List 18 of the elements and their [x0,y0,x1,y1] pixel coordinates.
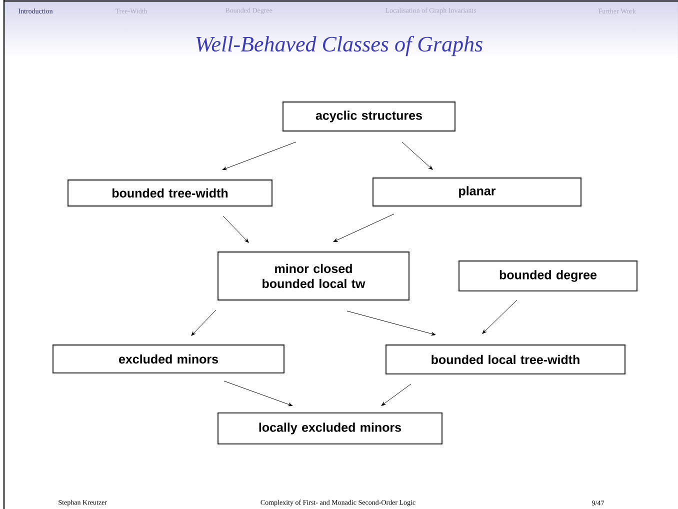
class-box: excluded minors [52,344,284,374]
arrow [191,310,216,336]
arrow [381,384,412,406]
class-box: locally excluded minors [218,412,442,444]
arrow [333,214,394,242]
arrow [222,142,296,170]
arrow [224,380,293,406]
class-box: acyclic structures [282,102,456,132]
arrow [222,216,249,243]
class-box: planar [372,178,582,206]
class-box: minor closed bounded local tw [218,252,410,300]
arrow [346,310,436,336]
class-box: bounded degree [458,260,638,292]
arrow [482,300,518,334]
title: Well-Behaved Classes of Graphs [196,36,482,56]
class-box: bounded tree-width [68,180,272,206]
class-box: bounded local tree-width [386,344,626,374]
arrow [402,142,433,170]
